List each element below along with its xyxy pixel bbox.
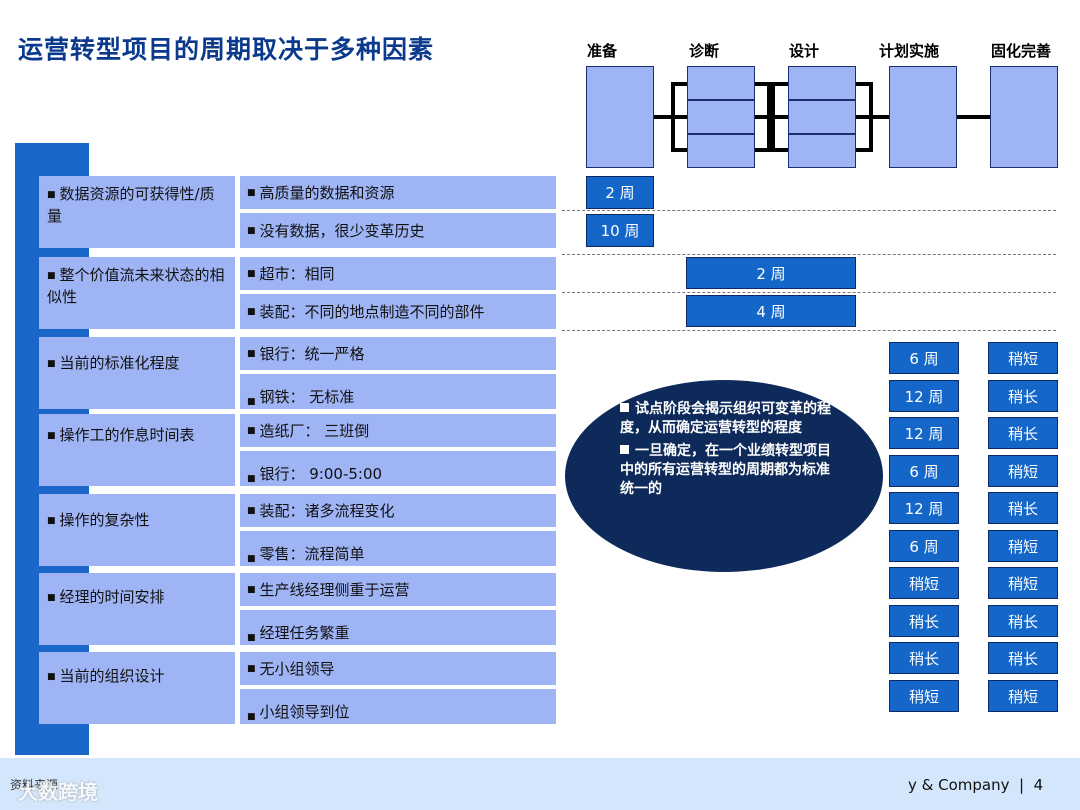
source-label: 资料来源	[10, 778, 59, 792]
dashed-separator	[562, 292, 1056, 293]
phase-box-diagnosis-2	[687, 100, 755, 134]
footer-separator: |	[1019, 776, 1025, 794]
duration-impl: 6 周	[889, 342, 959, 374]
duration-consolidate: 稍长	[988, 492, 1058, 524]
phase-label-design: 设计	[789, 42, 820, 60]
phase-box-diagnosis-1	[687, 66, 755, 100]
duration-impl: 稍短	[889, 680, 959, 712]
phase-box-design-1	[788, 66, 856, 100]
factor-option: ■钢铁： 无标准	[240, 374, 556, 409]
bullet-icon	[620, 445, 629, 454]
duration-impl: 12 周	[889, 417, 959, 449]
company-page-number: y & Company | 4	[908, 776, 1043, 794]
factor-category-3: ■当前的标准化程度	[39, 337, 235, 409]
phase-box-prep	[586, 66, 654, 168]
factor-option: ■零售：流程简单	[240, 531, 556, 566]
callout-item: 一旦确定，在一个业绩转型项目中的所有运营转型的周期都为标准统一的	[620, 443, 831, 497]
phase-label-implementation: 计划实施	[879, 42, 940, 60]
duration-diag-design: 2 周	[686, 257, 856, 289]
page-title: 运营转型项目的周期取决于多种因素	[18, 35, 435, 64]
duration-consolidate: 稍短	[988, 455, 1058, 487]
duration-diag-design: 4 周	[686, 295, 856, 327]
bullet-icon	[620, 403, 629, 412]
factor-option: ■造纸厂： 三班倒	[240, 414, 556, 447]
dashed-separator	[562, 210, 1056, 211]
duration-impl: 12 周	[889, 380, 959, 412]
factor-option: ■生产线经理侧重于运营	[240, 573, 556, 606]
phase-box-implementation	[889, 66, 957, 168]
factor-category-label: 数据资源的可获得性/质量	[47, 185, 215, 225]
phase-box-diagnosis-3	[687, 134, 755, 168]
design-left-bracket	[771, 82, 789, 152]
factor-category-label: 整个价值流未来状态的相似性	[47, 266, 225, 306]
factor-category-label: 当前的标准化程度	[59, 354, 180, 372]
factor-category-2: ■整个价值流未来状态的相似性	[39, 257, 235, 329]
duration-consolidate: 稍短	[988, 342, 1058, 374]
duration-consolidate: 稍长	[988, 605, 1058, 637]
footer-bar	[0, 758, 1080, 810]
callout-item: 试点阶段会揭示组织可变革的程度，从而确定运营转型的程度	[620, 401, 831, 436]
factor-category-1: ■数据资源的可获得性/质量	[39, 176, 235, 248]
duration-impl: 稍短	[889, 567, 959, 599]
duration-impl: 6 周	[889, 530, 959, 562]
diag-right-bracket	[753, 82, 771, 152]
design-right-bracket	[855, 82, 873, 152]
factor-option: ■银行：统一严格	[240, 337, 556, 370]
factor-category-6: ■经理的时间安排	[39, 573, 235, 645]
duration-prep: 10 周	[586, 214, 654, 247]
page-number: 4	[1033, 776, 1044, 794]
phase-label-consolidation: 固化完善	[991, 42, 1052, 60]
factor-option: ■经理任务繁重	[240, 610, 556, 645]
watermark: 大数跨境	[18, 780, 98, 804]
duration-consolidate: 稍短	[988, 530, 1058, 562]
dashed-separator	[562, 254, 1056, 255]
factor-category-4: ■操作工的作息时间表	[39, 414, 235, 486]
duration-consolidate: 稍长	[988, 417, 1058, 449]
duration-impl: 6 周	[889, 455, 959, 487]
diag-left-bracket	[671, 82, 689, 152]
factor-option: ■高质量的数据和资源	[240, 176, 556, 209]
factor-category-label: 当前的组织设计	[59, 667, 165, 685]
factor-option: ■没有数据，很少变革历史	[240, 213, 556, 248]
phase-box-design-3	[788, 134, 856, 168]
company-name: y & Company	[908, 776, 1010, 794]
duration-impl: 12 周	[889, 492, 959, 524]
factor-category-label: 操作的复杂性	[59, 511, 150, 529]
duration-consolidate: 稍长	[988, 380, 1058, 412]
duration-consolidate: 稍短	[988, 567, 1058, 599]
phase-box-design-2	[788, 100, 856, 134]
duration-consolidate: 稍长	[988, 642, 1058, 674]
callout-oval	[565, 380, 883, 572]
factor-option: ■小组领导到位	[240, 689, 556, 724]
phase-box-consolidation	[990, 66, 1058, 168]
callout-text: 试点阶段会揭示组织可变革的程度，从而确定运营转型的程度 一旦确定，在一个业绩转型…	[620, 400, 840, 503]
duration-impl: 稍长	[889, 605, 959, 637]
factor-category-label: 操作工的作息时间表	[59, 426, 195, 444]
factor-category-label: 经理的时间安排	[59, 588, 165, 606]
phase-label-diagnosis: 诊断	[689, 42, 720, 60]
factor-option: ■装配：诸多流程变化	[240, 494, 556, 527]
factor-option: ■装配：不同的地点制造不同的部件	[240, 294, 556, 329]
duration-prep: 2 周	[586, 176, 654, 209]
duration-consolidate: 稍短	[988, 680, 1058, 712]
dashed-separator	[562, 330, 1056, 331]
factor-category-7: ■当前的组织设计	[39, 652, 235, 724]
phase-label-prep: 准备	[587, 42, 618, 60]
factor-option: ■银行： 9:00-5:00	[240, 451, 556, 486]
factor-option: ■无小组领导	[240, 652, 556, 685]
factor-category-5: ■操作的复杂性	[39, 494, 235, 566]
duration-impl: 稍长	[889, 642, 959, 674]
factor-option: ■超市：相同	[240, 257, 556, 290]
